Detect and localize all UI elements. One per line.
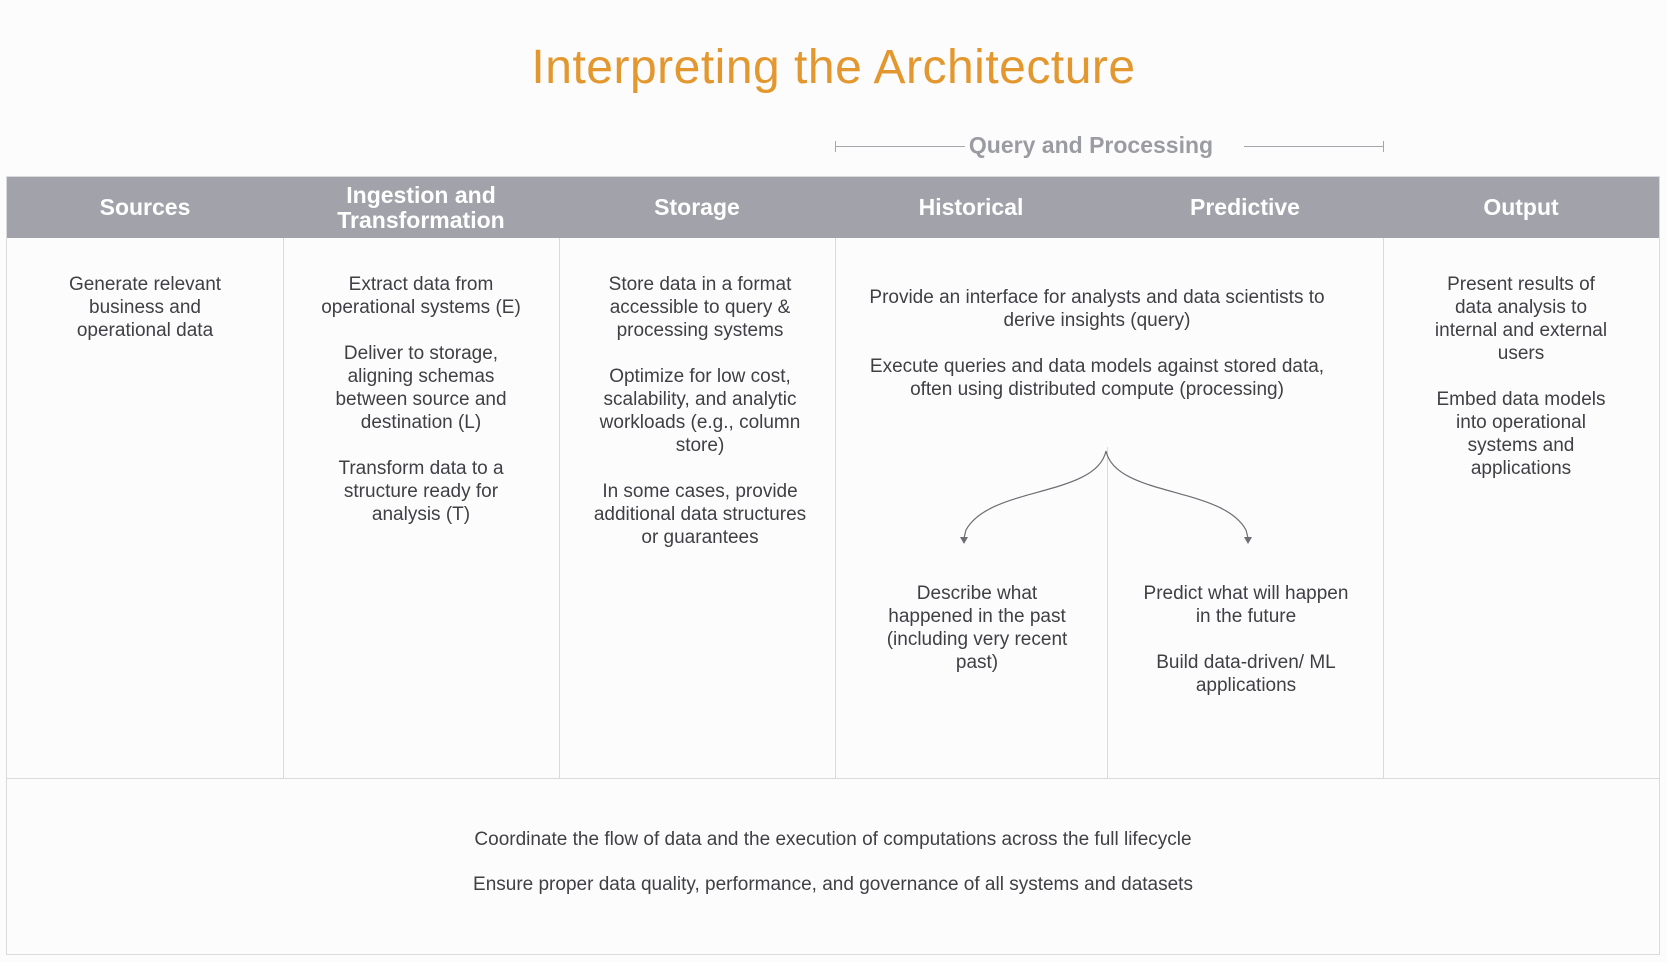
- sources-text-1: Generate relevant business and operation…: [68, 274, 222, 341]
- predictive-text-2: Build data-driven/ ML applications: [1156, 652, 1336, 696]
- divider-1: [283, 238, 284, 778]
- ingestion-text-1: Extract data from operational systems (E…: [321, 274, 521, 318]
- header-ingestion: Ingestion and Transformation: [337, 181, 505, 233]
- query-processing-label: Query and Processing: [968, 132, 1214, 158]
- footer-divider: [7, 778, 1659, 779]
- branch-arrow-predictive: [1105, 450, 1249, 539]
- divider-2: [559, 238, 560, 778]
- ingestion-text-3: Transform data to a structure ready for …: [338, 458, 504, 525]
- header-historical: Historical: [918, 194, 1024, 220]
- bracket-right-cap: [1383, 141, 1384, 152]
- bracket-right-line: [1244, 146, 1383, 147]
- storage-text-1: Store data in a format accessible to que…: [608, 274, 792, 341]
- predictive-cell: Predict what will happen in the future B…: [1140, 582, 1352, 720]
- bracket-left-line: [835, 146, 965, 147]
- historical-text-1: Describe what happened in the past (incl…: [886, 583, 1068, 673]
- ingestion-text-2: Deliver to storage, aligning schemas bet…: [335, 343, 507, 433]
- historical-cell: Describe what happened in the past (incl…: [877, 582, 1077, 697]
- query-text-2: Execute queries and data models against …: [869, 356, 1325, 400]
- storage-text-3: In some cases, provide additional data s…: [593, 481, 807, 548]
- footer-text-2: Ensure proper data quality, performance,…: [473, 874, 1193, 895]
- divider-3: [835, 238, 836, 778]
- page-title: Interpreting the Architecture: [531, 41, 1136, 94]
- output-text-2: Embed data models into operational syste…: [1436, 389, 1606, 479]
- query-processing-cell: Provide an interface for analysts and da…: [857, 286, 1337, 424]
- header-storage: Storage: [654, 194, 740, 220]
- predictive-text-1: Predict what will happen in the future: [1143, 583, 1349, 627]
- storage-text-2: Optimize for low cost, scalability, and …: [599, 366, 801, 456]
- footer-cell: Coordinate the flow of data and the exec…: [7, 778, 1659, 918]
- arrowhead-historical: [960, 537, 968, 544]
- branch-arrow-historical: [963, 450, 1107, 539]
- output-cell: Present results of data analysis to inte…: [1427, 273, 1615, 503]
- header-sources: Sources: [99, 194, 191, 220]
- output-text-1: Present results of data analysis to inte…: [1434, 274, 1608, 364]
- ingestion-cell: Extract data from operational systems (E…: [320, 273, 522, 549]
- divider-4: [1383, 238, 1384, 778]
- sources-cell: Generate relevant business and operation…: [55, 273, 235, 365]
- storage-cell: Store data in a format accessible to que…: [593, 273, 807, 572]
- header-predictive: Predictive: [1190, 194, 1300, 220]
- header-output: Output: [1483, 194, 1559, 220]
- arrowhead-predictive: [1244, 537, 1252, 544]
- footer-text-1: Coordinate the flow of data and the exec…: [474, 829, 1192, 850]
- header-row: Sources Ingestion and Transformation Sto…: [7, 177, 1659, 238]
- divider-historical-predictive: [1107, 447, 1108, 778]
- architecture-table: Sources Ingestion and Transformation Sto…: [6, 176, 1660, 955]
- query-text-1: Provide an interface for analysts and da…: [869, 287, 1325, 331]
